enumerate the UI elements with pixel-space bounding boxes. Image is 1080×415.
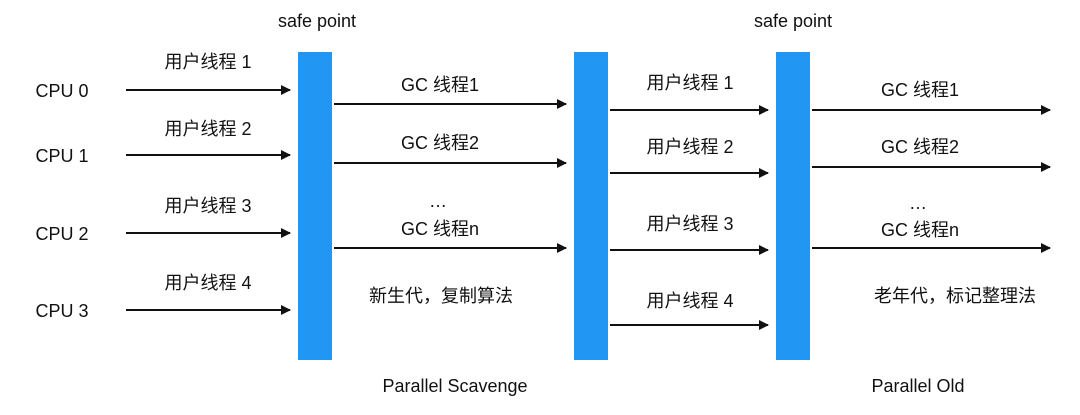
gc-thread-young-ellipsis: …	[429, 191, 447, 211]
old-gen-note: 老年代，标记整理法	[874, 286, 1036, 306]
user-thread-mid-4: 用户线程 4	[646, 291, 734, 311]
user-thread-mid-2: 用户线程 2	[646, 137, 734, 157]
safepoint-label-2: safe point	[753, 11, 833, 31]
user-thread-in-1: 用户线程 1	[164, 52, 252, 72]
gc-thread-old-ellipsis: …	[909, 193, 927, 213]
user-thread-mid-3: 用户线程 3	[646, 214, 734, 234]
safepoint-label-1: safe point	[277, 11, 357, 31]
gc-thread-old-n: GC 线程n	[880, 220, 960, 240]
gc-thread-young-n: GC 线程n	[400, 219, 480, 239]
safepoint-bar-1	[298, 52, 332, 360]
gc-thread-young-2: GC 线程2	[400, 133, 480, 153]
cpu-label-1: CPU 1	[35, 146, 89, 166]
cpu-label-0: CPU 0	[35, 81, 89, 101]
old-collector-label: Parallel Old	[871, 376, 965, 396]
gc-thread-young-1: GC 线程1	[400, 75, 480, 95]
safepoint-bar-2	[574, 52, 608, 360]
user-thread-in-2: 用户线程 2	[164, 119, 252, 139]
young-gen-note: 新生代，复制算法	[369, 286, 513, 306]
user-thread-mid-1: 用户线程 1	[646, 73, 734, 93]
young-collector-label: Parallel Scavenge	[382, 376, 528, 396]
cpu-label-2: CPU 2	[35, 224, 89, 244]
gc-thread-old-2: GC 线程2	[880, 137, 960, 157]
user-thread-in-3: 用户线程 3	[164, 196, 252, 216]
cpu-label-3: CPU 3	[35, 301, 89, 321]
user-thread-in-4: 用户线程 4	[164, 273, 252, 293]
safepoint-bar-3	[776, 52, 810, 360]
gc-thread-old-1: GC 线程1	[880, 80, 960, 100]
